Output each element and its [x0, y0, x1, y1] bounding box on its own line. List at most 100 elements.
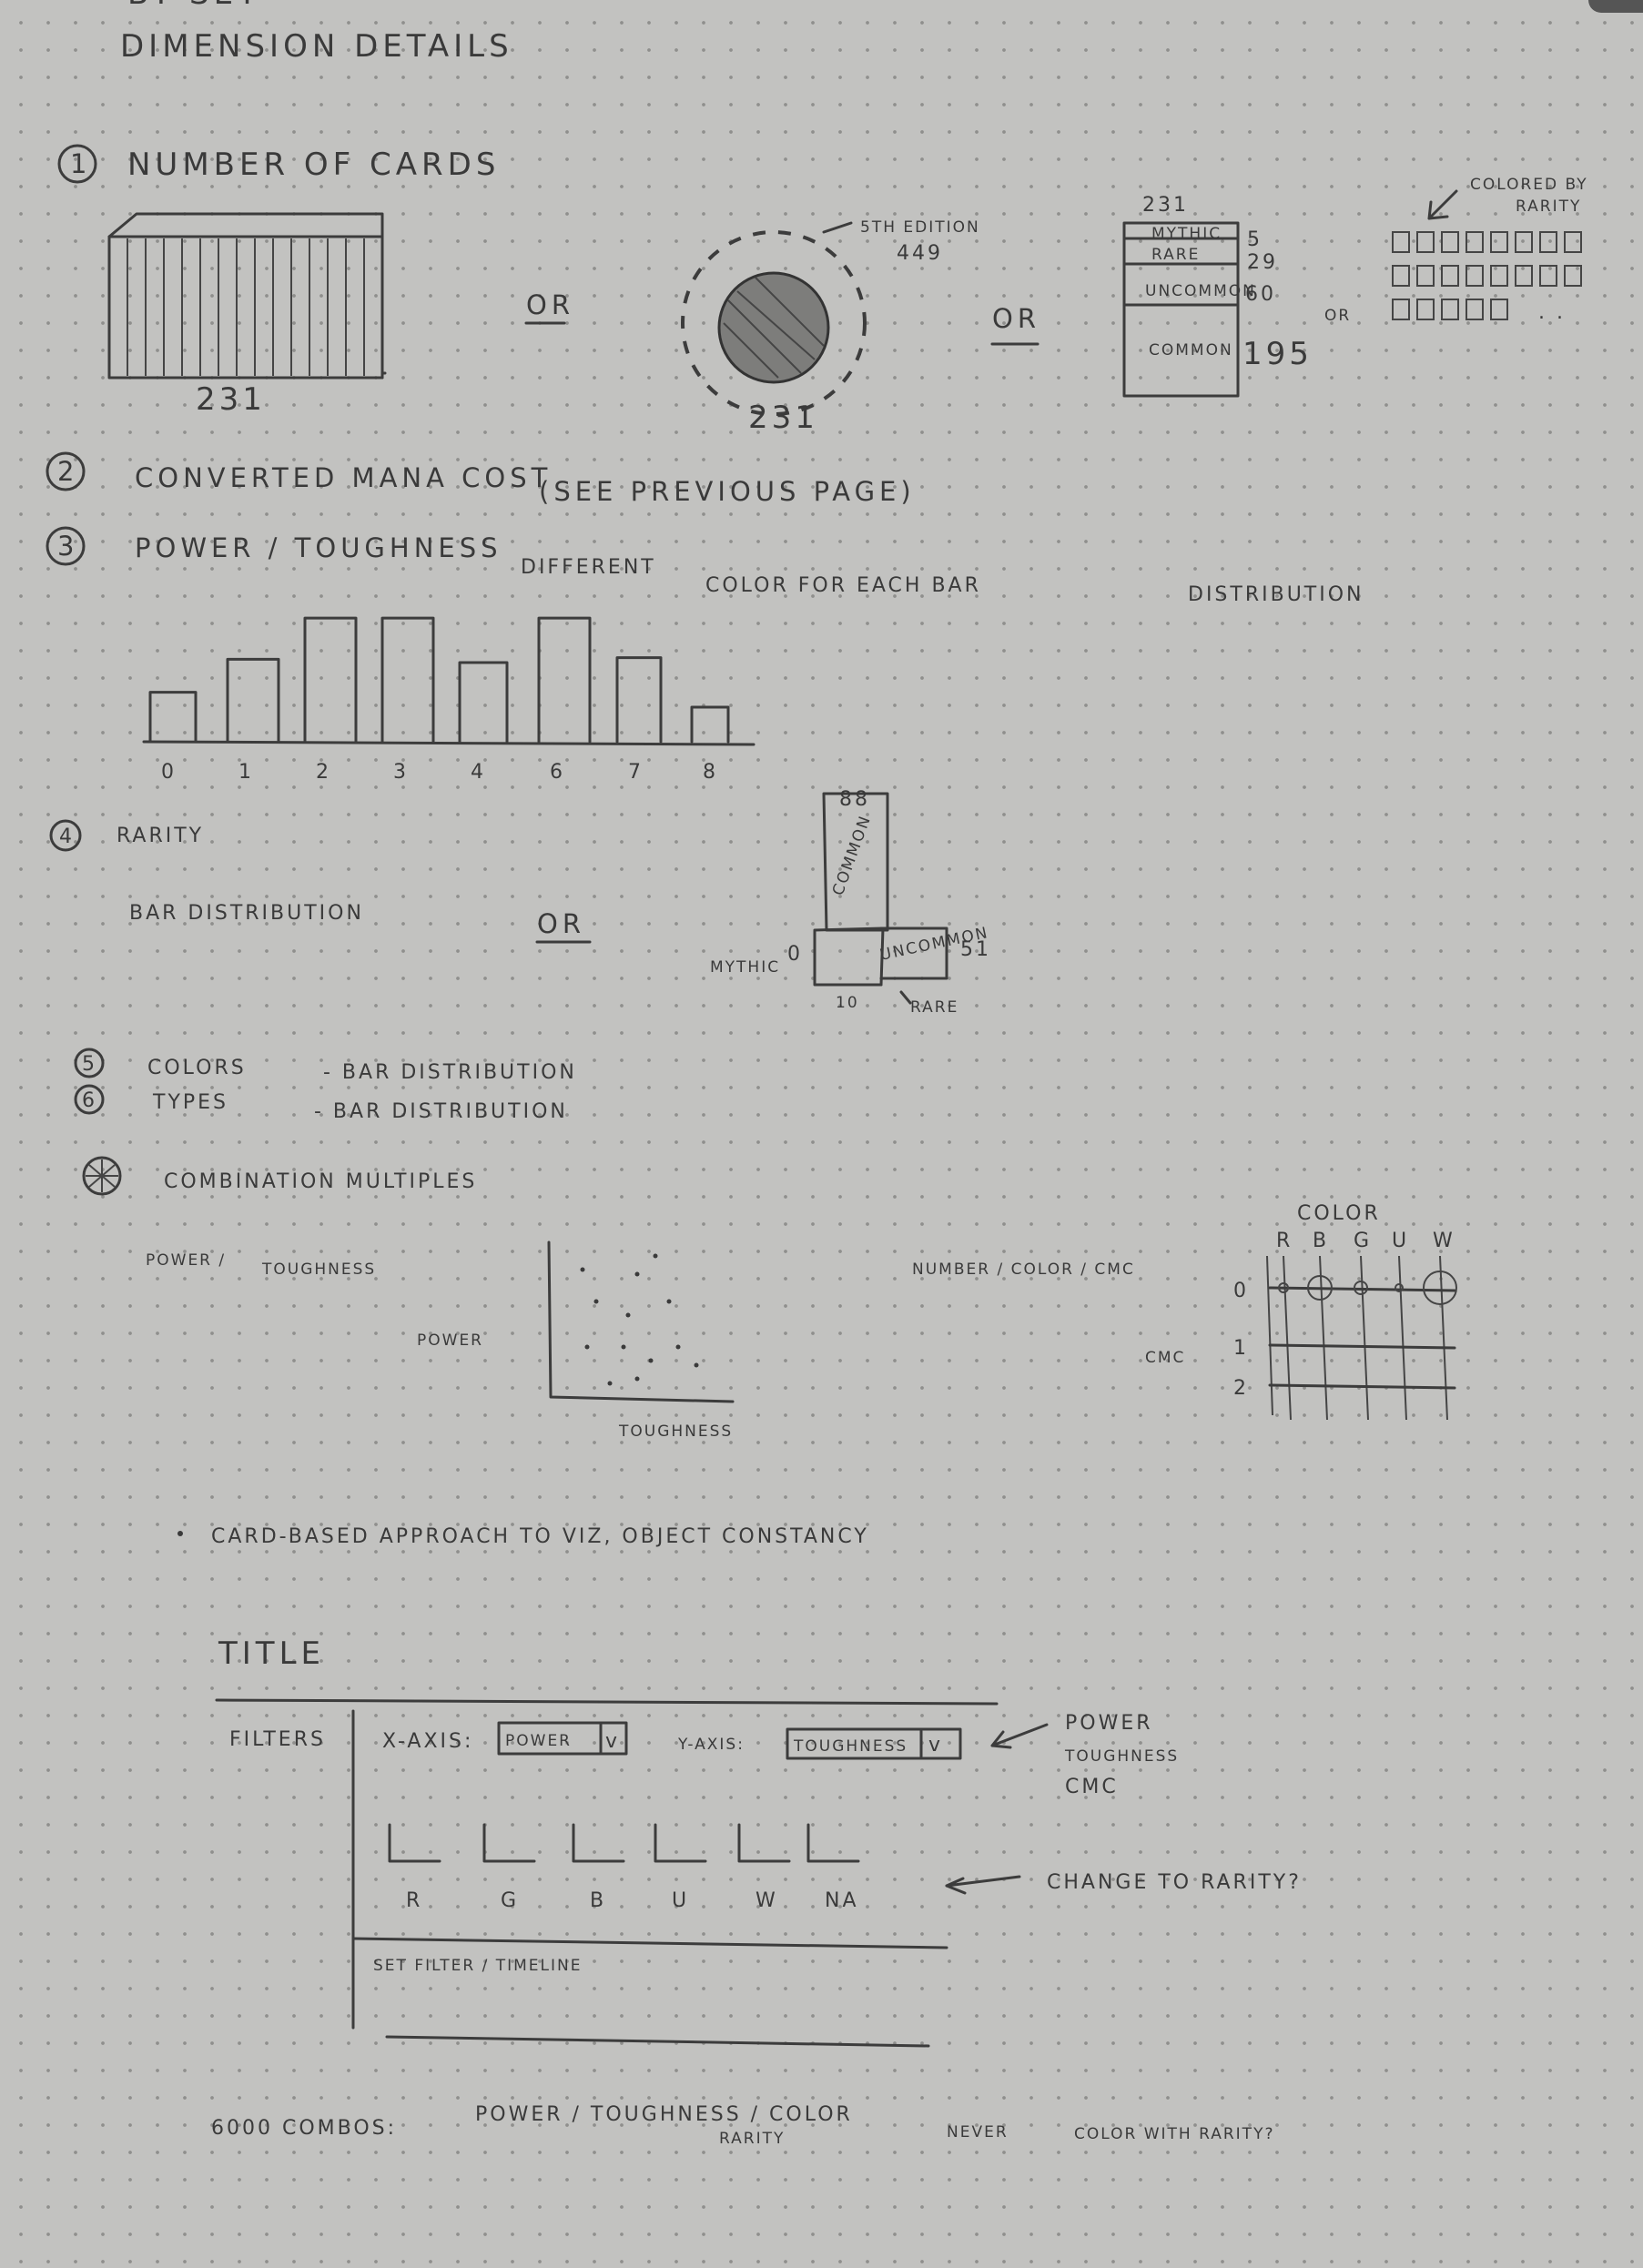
section-4-label: RARITY — [117, 825, 204, 847]
small-multiple-label-B: B — [590, 1889, 606, 1912]
section-5-sub: - BAR DISTRIBUTION — [323, 1061, 577, 1084]
option-0: POWER — [1065, 1712, 1153, 1735]
small-multiple-chart-U — [654, 1823, 707, 1863]
small-multiple-chart-W — [737, 1823, 791, 1863]
matrix-mark — [1395, 1283, 1404, 1292]
matrix-row-2: 2 — [1233, 1377, 1249, 1400]
step-3-number: 3 — [57, 531, 78, 562]
matrix-col-line — [1360, 1255, 1369, 1421]
card-icon — [1466, 299, 1484, 320]
x-axis-value: POWER — [505, 1732, 572, 1750]
scatter-point — [580, 1267, 585, 1272]
wire-filters: FILTERS — [229, 1728, 326, 1751]
mythic-value: 0 — [787, 943, 803, 966]
header-line-2: DIMENSION DETAILS — [120, 28, 513, 65]
bullet-dot — [177, 1531, 183, 1536]
card-icon — [1539, 231, 1557, 253]
bar-1 — [226, 657, 280, 744]
bar-tick-7: 7 — [628, 761, 644, 784]
footer-combos-1: 6000 COMBOS: — [211, 2117, 397, 2140]
bar-baseline — [142, 740, 756, 746]
stack-total: 231 — [1142, 194, 1189, 217]
step-7-star-icon — [86, 1159, 118, 1192]
step-6-circle — [74, 1084, 105, 1115]
or-2: OR — [992, 303, 1040, 334]
common-label: COMMON — [829, 813, 875, 898]
or-1: OR — [526, 289, 574, 320]
footer-note-1: NEVER — [947, 2123, 1009, 2141]
step-1-circle — [57, 144, 97, 184]
small-multiple-chart-R — [388, 1823, 441, 1863]
scatter-point — [621, 1344, 626, 1350]
bar-7 — [615, 656, 663, 744]
matrix-mark — [1278, 1282, 1289, 1293]
matrix-col-R: R — [1276, 1230, 1293, 1252]
grid-ellipsis: . . — [1538, 301, 1566, 324]
step-5-circle — [74, 1048, 105, 1078]
grid-note-1: COLORED BY — [1470, 176, 1588, 194]
section-3-note-2: COLOR FOR EACH BAR — [705, 574, 981, 597]
scatter-point — [593, 1299, 599, 1304]
x-axis-chevron-icon: v — [605, 1730, 620, 1753]
card-icon — [1466, 265, 1484, 287]
card-icon — [1515, 265, 1533, 287]
scatter-point — [675, 1344, 681, 1350]
cmc-label: CMC — [1145, 1349, 1185, 1367]
x-axis-select[interactable] — [497, 1721, 628, 1756]
matrix-row-line — [1268, 1286, 1456, 1292]
stack-row-3-name: COMMON — [1149, 341, 1233, 359]
card-grid: . . — [1392, 231, 1582, 324]
bar-4 — [458, 661, 509, 744]
scatter-point — [634, 1376, 640, 1382]
stack-row-0-name: MYTHIC — [1151, 225, 1222, 243]
matrix-row-line — [1268, 1383, 1456, 1390]
bottom-rule — [385, 2035, 930, 2048]
section-1-label: NUMBER OF CARDS — [127, 147, 500, 183]
small-multiple-chart-NA — [806, 1823, 860, 1863]
card-icon — [1416, 265, 1435, 287]
scatter-x-label: TOUGHNESS — [618, 1423, 733, 1441]
matrix-col-G: G — [1354, 1230, 1372, 1252]
matrix-row-line — [1268, 1343, 1456, 1350]
rare-label: RARE — [910, 998, 958, 1017]
grid-note-2: RARITY — [1516, 197, 1581, 216]
edition-note: 5TH EDITION — [860, 218, 980, 237]
footer-note-2: COLOR WITH RARITY? — [1074, 2125, 1274, 2143]
stack-row-3-value: 195 — [1242, 336, 1313, 372]
scatter-axes — [547, 1240, 735, 1403]
scatter-point — [607, 1381, 613, 1386]
matrix-col-W: W — [1433, 1230, 1455, 1252]
matrix-mark — [1423, 1271, 1457, 1305]
matrix-col-U: U — [1392, 1230, 1409, 1252]
card-icon — [1441, 299, 1459, 320]
matrix-col-line — [1439, 1255, 1448, 1421]
edition-circle — [681, 230, 867, 416]
section-3-note-3: DISTRIBUTION — [1188, 583, 1364, 606]
bar-tick-0: 0 — [161, 761, 177, 784]
section-2-note: (SEE PREVIOUS PAGE) — [539, 476, 916, 507]
step-1-number: 1 — [70, 148, 91, 179]
section-3-note-1: DIFFERENT — [521, 556, 656, 579]
top-value: 88 — [839, 788, 870, 811]
matrix-col-line — [1283, 1255, 1292, 1421]
y-axis-select[interactable] — [786, 1727, 962, 1760]
card-icon — [1441, 231, 1459, 253]
bar-tick-1: 1 — [238, 761, 254, 784]
step-6-number: 6 — [82, 1089, 97, 1112]
small-multiple-label-G: G — [501, 1889, 519, 1912]
footer-combos-2: POWER / TOUGHNESS / COLOR — [475, 2103, 853, 2126]
or-3: OR — [1324, 307, 1351, 325]
card-icon — [1466, 231, 1484, 253]
card-icon — [1490, 299, 1508, 320]
small-multiple-label-U: U — [672, 1889, 689, 1912]
matrix-row-0: 0 — [1233, 1280, 1249, 1302]
change-note: CHANGE TO RARITY? — [1047, 1871, 1302, 1894]
scatter-point — [634, 1271, 640, 1277]
card-icon — [1564, 231, 1582, 253]
scatter-point — [694, 1362, 699, 1368]
rarity-stack — [1122, 221, 1240, 398]
scatter-point — [648, 1358, 654, 1363]
stack-row-2-name: UNCOMMON — [1145, 282, 1256, 300]
bar-tick-8: 8 — [703, 761, 718, 784]
card-icon — [1490, 231, 1508, 253]
